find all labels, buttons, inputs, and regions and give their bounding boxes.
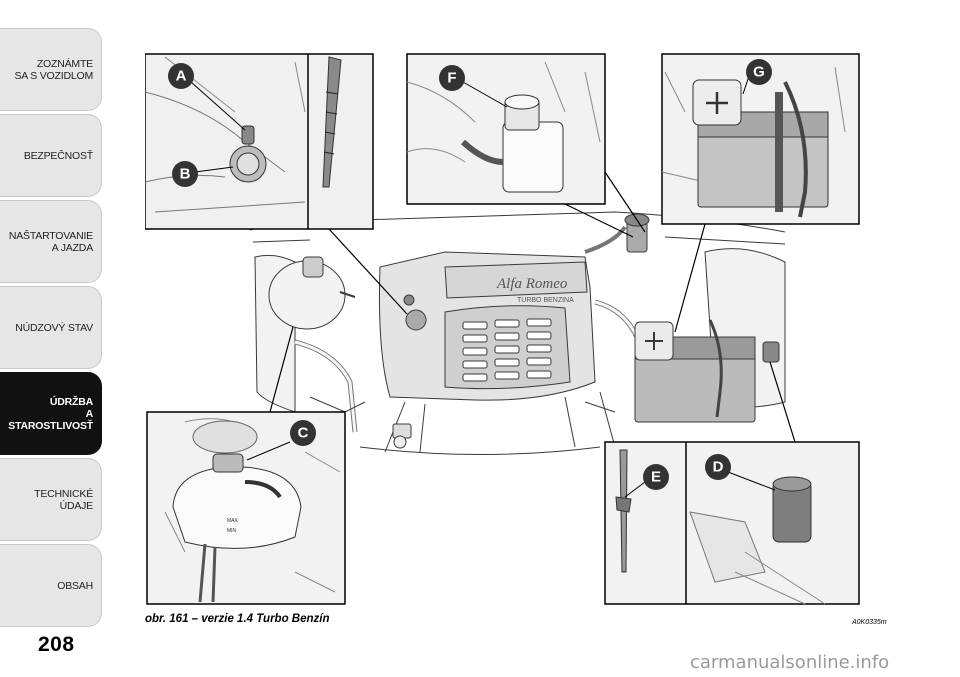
tab-label: NAŠTARTOVANIE A JAZDA (8, 229, 93, 254)
callout-d (705, 454, 731, 480)
callout-d-label: D (713, 459, 724, 476)
leader-brake (564, 203, 634, 238)
tab-label: BEZPEČNOSŤ (23, 149, 93, 162)
figure-caption: obr. 161 – verzie 1.4 Turbo Benzín (145, 613, 330, 625)
callout-b (172, 161, 198, 187)
tab-label: ZOZNÁMTE SA S VOZIDLOM (14, 57, 93, 82)
tab-zoznamte[interactable]: ZOZNÁMTE SA S VOZIDLOM (0, 28, 102, 111)
page-number: 208 (38, 633, 75, 656)
tab-nudzovy-stav[interactable]: NÚDZOVÝ STAV (0, 286, 102, 369)
tab-label: NÚDZOVÝ STAV (15, 321, 93, 334)
figure-code: A0K0335m (852, 619, 887, 626)
engine-sub: TURBO BENZINA (517, 297, 574, 304)
engine-bay: Alfa Romeo TURBO BENZINA (249, 211, 786, 455)
inset-oil: A B (145, 53, 374, 230)
leader-oil (328, 228, 408, 315)
engine-bay-figure: Alfa Romeo TURBO BENZINA A B F (145, 53, 860, 605)
engine-badge: Alfa Romeo (496, 276, 568, 292)
tab-udrzba[interactable]: ÚDRŽBA A STAROSTLIVOSŤ (0, 372, 102, 455)
callout-e-label: E (651, 469, 661, 486)
callout-g (746, 59, 772, 85)
min-mark: MIN (227, 528, 237, 534)
inset-coolant: MAX MIN C (146, 411, 346, 605)
inset-washer: E D (604, 441, 860, 605)
callout-f (439, 65, 465, 91)
callout-a-label: A (176, 68, 187, 85)
callout-c (290, 420, 316, 446)
tab-technicke-udaje[interactable]: TECHNICKÉ ÚDAJE (0, 458, 102, 541)
leader-coolant (269, 326, 294, 413)
callout-f-label: F (447, 70, 456, 87)
max-mark: MAX (227, 518, 239, 524)
tab-label: ÚDRŽBA A STAROSTLIVOSŤ (8, 395, 93, 432)
callout-c-label: C (298, 425, 309, 442)
leader-washer (769, 361, 796, 443)
tab-bezpecnost[interactable]: BEZPEČNOSŤ (0, 114, 102, 197)
callout-b-label: B (180, 166, 191, 183)
callout-a (168, 63, 194, 89)
tab-obsah[interactable]: OBSAH (0, 544, 102, 627)
tab-nastartovanie[interactable]: NAŠTARTOVANIE A JAZDA (0, 200, 102, 283)
callout-g-label: G (753, 64, 765, 81)
watermark: carmanualsonline.info (690, 652, 890, 673)
tab-label: TECHNICKÉ ÚDAJE (34, 487, 93, 512)
inset-brake: F (406, 53, 606, 205)
callout-e (643, 464, 669, 490)
tab-label: OBSAH (57, 579, 93, 592)
inset-battery: G (661, 53, 860, 225)
leader-battery (674, 223, 706, 333)
